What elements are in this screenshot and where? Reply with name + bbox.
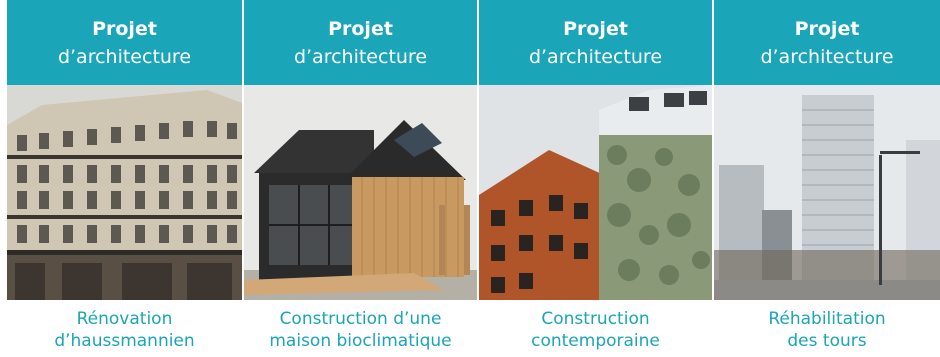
haussmann-building-photo: [7, 85, 242, 300]
card-caption-line2: contemporaine: [531, 330, 660, 351]
card-header: Projet d’architecture: [479, 0, 712, 85]
card-header-title: Projet: [328, 17, 393, 40]
card-caption-line1: Réhabilitation: [768, 308, 886, 329]
card-caption-line2: d’haussmannien: [54, 330, 195, 351]
card-header-title: Projet: [794, 17, 860, 40]
card-header: Projet d’architecture: [7, 0, 242, 85]
card-caption: Construction contemporaine: [479, 302, 712, 357]
contemporary-building-photo: [479, 85, 712, 300]
project-card-bioclimatic-house[interactable]: Projet d’architecture: [244, 0, 477, 357]
project-card-towers[interactable]: Projet d’architecture: [714, 0, 940, 357]
card-caption-line1: Rénovation: [76, 308, 173, 329]
card-caption: Construction d’une maison bioclimatique: [244, 302, 477, 357]
card-header-title: Projet: [92, 17, 157, 40]
card-caption-line2: des tours: [787, 330, 867, 351]
card-header: Projet d’architecture: [244, 0, 477, 85]
card-header-subtitle: d’architecture: [293, 45, 428, 68]
card-header-title: Projet: [563, 17, 628, 40]
card-header: Projet d’architecture: [714, 0, 940, 85]
card-caption: Réhabilitation des tours: [714, 302, 940, 357]
project-card-renovation[interactable]: Projet d’architecture: [7, 0, 242, 357]
card-header-subtitle: d’architecture: [57, 45, 192, 68]
card-caption-line1: Construction d’une: [279, 308, 442, 329]
wooden-bioclimatic-house-photo: [244, 85, 477, 300]
project-card-contemporary[interactable]: Projet d’architecture: [479, 0, 712, 357]
card-header-subtitle: d’architecture: [528, 45, 663, 68]
card-caption-line1: Construction: [541, 308, 650, 329]
tower-blocks-photo: [714, 85, 940, 300]
card-caption: Rénovation d’haussmannien: [7, 302, 242, 357]
card-header-subtitle: d’architecture: [760, 45, 894, 68]
card-caption-line2: maison bioclimatique: [269, 330, 452, 351]
